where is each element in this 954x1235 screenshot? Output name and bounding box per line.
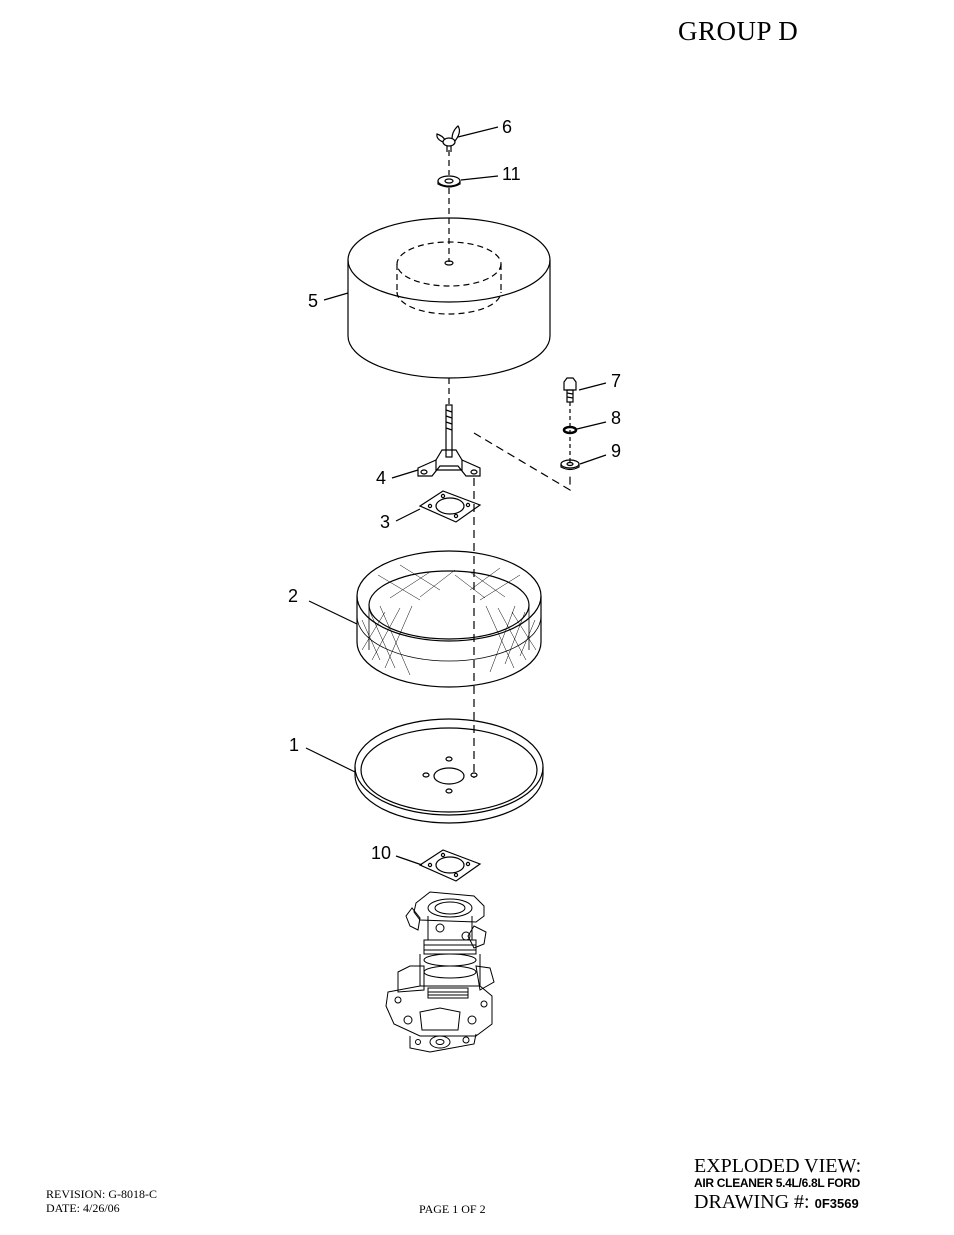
- drawing-number-line: DRAWING #: 0F3569: [694, 1190, 861, 1216]
- callout-5: 5: [308, 291, 318, 311]
- view-title: EXPLODED VIEW:: [694, 1155, 862, 1177]
- base-plate-part-1: [354, 718, 544, 824]
- revision-block: REVISION: G-8018-C DATE: 4/26/06: [46, 1187, 157, 1215]
- callout-3: 3: [380, 512, 390, 532]
- filter-element-part-2: [356, 550, 542, 688]
- callout-2: 2: [288, 586, 298, 606]
- bolt-part-7: [563, 377, 577, 403]
- title-block: EXPLODED VIEW: AIR CLEANER 5.4L/6.8L FOR…: [694, 1156, 861, 1216]
- flat-washer-part-9: [560, 459, 580, 471]
- callout-7: 7: [611, 371, 621, 391]
- stud-bracket-part-4: [417, 404, 481, 477]
- drawing-label: DRAWING #:: [694, 1191, 815, 1213]
- callout-6: 6: [502, 117, 512, 137]
- callout-4: 4: [376, 468, 386, 488]
- callout-9: 9: [611, 441, 621, 461]
- wing-nut-part-6: [436, 125, 461, 152]
- gasket-part-10: [418, 849, 482, 882]
- view-subtitle: AIR CLEANER 5.4L/6.8L FORD: [694, 1176, 861, 1190]
- gasket-part-3: [418, 490, 482, 523]
- group-title: GROUP D: [678, 16, 799, 46]
- throttle-body-assembly: [385, 891, 495, 1053]
- revision-text: REVISION: G-8018-C: [46, 1187, 157, 1201]
- date-text: DATE: 4/26/06: [46, 1201, 120, 1215]
- air-cleaner-cover-part-5: [347, 217, 551, 379]
- page-number: PAGE 1 OF 2: [419, 1202, 486, 1216]
- washer-part-11: [437, 175, 461, 188]
- callout-8: 8: [611, 408, 621, 428]
- drawing-number: 0F3569: [814, 1196, 859, 1211]
- callout-11: 11: [502, 164, 521, 184]
- lock-washer-part-8: [562, 425, 578, 435]
- callout-1: 1: [289, 735, 299, 755]
- callout-10: 10: [371, 843, 391, 863]
